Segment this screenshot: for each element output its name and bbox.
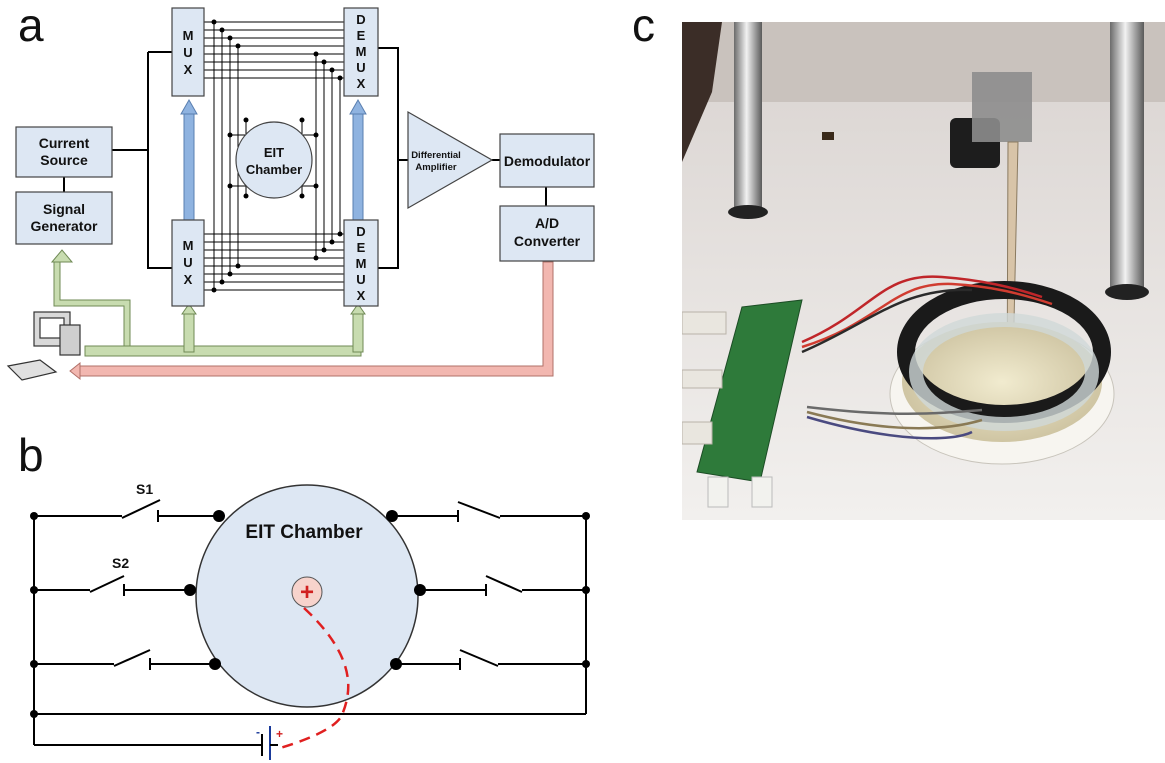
probe-plus-sign: + xyxy=(300,579,314,606)
mux-top-letter: U xyxy=(183,45,192,60)
ad-converter-block xyxy=(499,205,595,262)
mux-top-letter: X xyxy=(184,62,193,77)
demux-bottom-letter: D xyxy=(356,224,365,239)
eit-chamber-label-2: Chamber xyxy=(246,162,302,177)
current-source-label-2: Source xyxy=(40,152,88,168)
demux-top-letter: M xyxy=(356,44,367,59)
eit-chamber-node xyxy=(235,121,313,199)
right-switch-network xyxy=(392,501,587,714)
switch-s1-label: S1 xyxy=(136,481,153,497)
signal-generator-label-1: Signal xyxy=(43,201,85,217)
battery-plus-label: + xyxy=(276,727,283,741)
block-diagram: Current Source Signal Generator M U X M … xyxy=(6,7,595,381)
demux-bottom-letter: M xyxy=(356,256,367,271)
mux-top-letter: M xyxy=(183,28,194,43)
demodulator-label: Demodulator xyxy=(504,153,591,169)
green-control-bus xyxy=(50,249,366,357)
signal-generator-label-2: Generator xyxy=(31,218,98,234)
demux-top-letter: U xyxy=(356,60,365,75)
experimental-setup-photo xyxy=(682,22,1165,520)
diff-amp-label-1: Differential xyxy=(411,150,461,161)
demux-top-letter: X xyxy=(357,76,366,91)
eit-chamber-label: EIT Chamber xyxy=(245,522,363,543)
panel-letter-b: b xyxy=(18,429,44,481)
demux-top-letter: D xyxy=(356,12,365,27)
switch-s2-label: S2 xyxy=(112,555,129,571)
source-wires xyxy=(63,47,547,269)
mux-bottom-letter: M xyxy=(183,238,194,253)
demux-bottom-letter: X xyxy=(357,288,366,303)
left-switch-network xyxy=(33,499,586,746)
probe-electrode xyxy=(291,576,323,608)
signal-generator-block xyxy=(15,191,113,245)
stand-pole-right xyxy=(1110,22,1144,292)
stand-pole-left xyxy=(734,22,762,212)
demux-bottom-block xyxy=(343,219,379,307)
current-source-block xyxy=(15,126,113,178)
eit-chamber-label-1: EIT xyxy=(264,145,284,160)
mux-bottom-letter: X xyxy=(184,272,193,287)
battery-icon xyxy=(261,726,278,760)
differential-amplifier-block xyxy=(407,110,494,210)
battery-minus-label: - xyxy=(256,725,260,739)
circuit-junctions xyxy=(30,510,590,718)
panel-letter-a: a xyxy=(18,0,44,51)
demux-top-letter: E xyxy=(357,28,366,43)
mux-top-block xyxy=(171,7,205,97)
ad-converter-label-2: Converter xyxy=(514,233,581,249)
current-source-label-1: Current xyxy=(39,135,90,151)
computer-icon xyxy=(6,311,81,381)
pink-data-bus xyxy=(69,261,554,381)
panel-letter-c: c xyxy=(632,0,655,51)
probe-lead-dashed xyxy=(279,607,350,750)
demux-bottom-letter: E xyxy=(357,240,366,255)
wire-bundle xyxy=(801,275,1053,440)
demodulator-block xyxy=(499,133,595,188)
mux-bottom-block xyxy=(171,219,205,307)
junction-dots xyxy=(211,19,343,293)
mux-bottom-letter: U xyxy=(183,255,192,270)
circuit-diagram: EIT Chamber - xyxy=(30,481,590,760)
ad-converter-label-1: A/D xyxy=(535,215,559,231)
demux-top-block xyxy=(343,7,379,97)
demux-bottom-letter: U xyxy=(356,272,365,287)
diff-amp-label-2: Amplifier xyxy=(415,162,456,173)
